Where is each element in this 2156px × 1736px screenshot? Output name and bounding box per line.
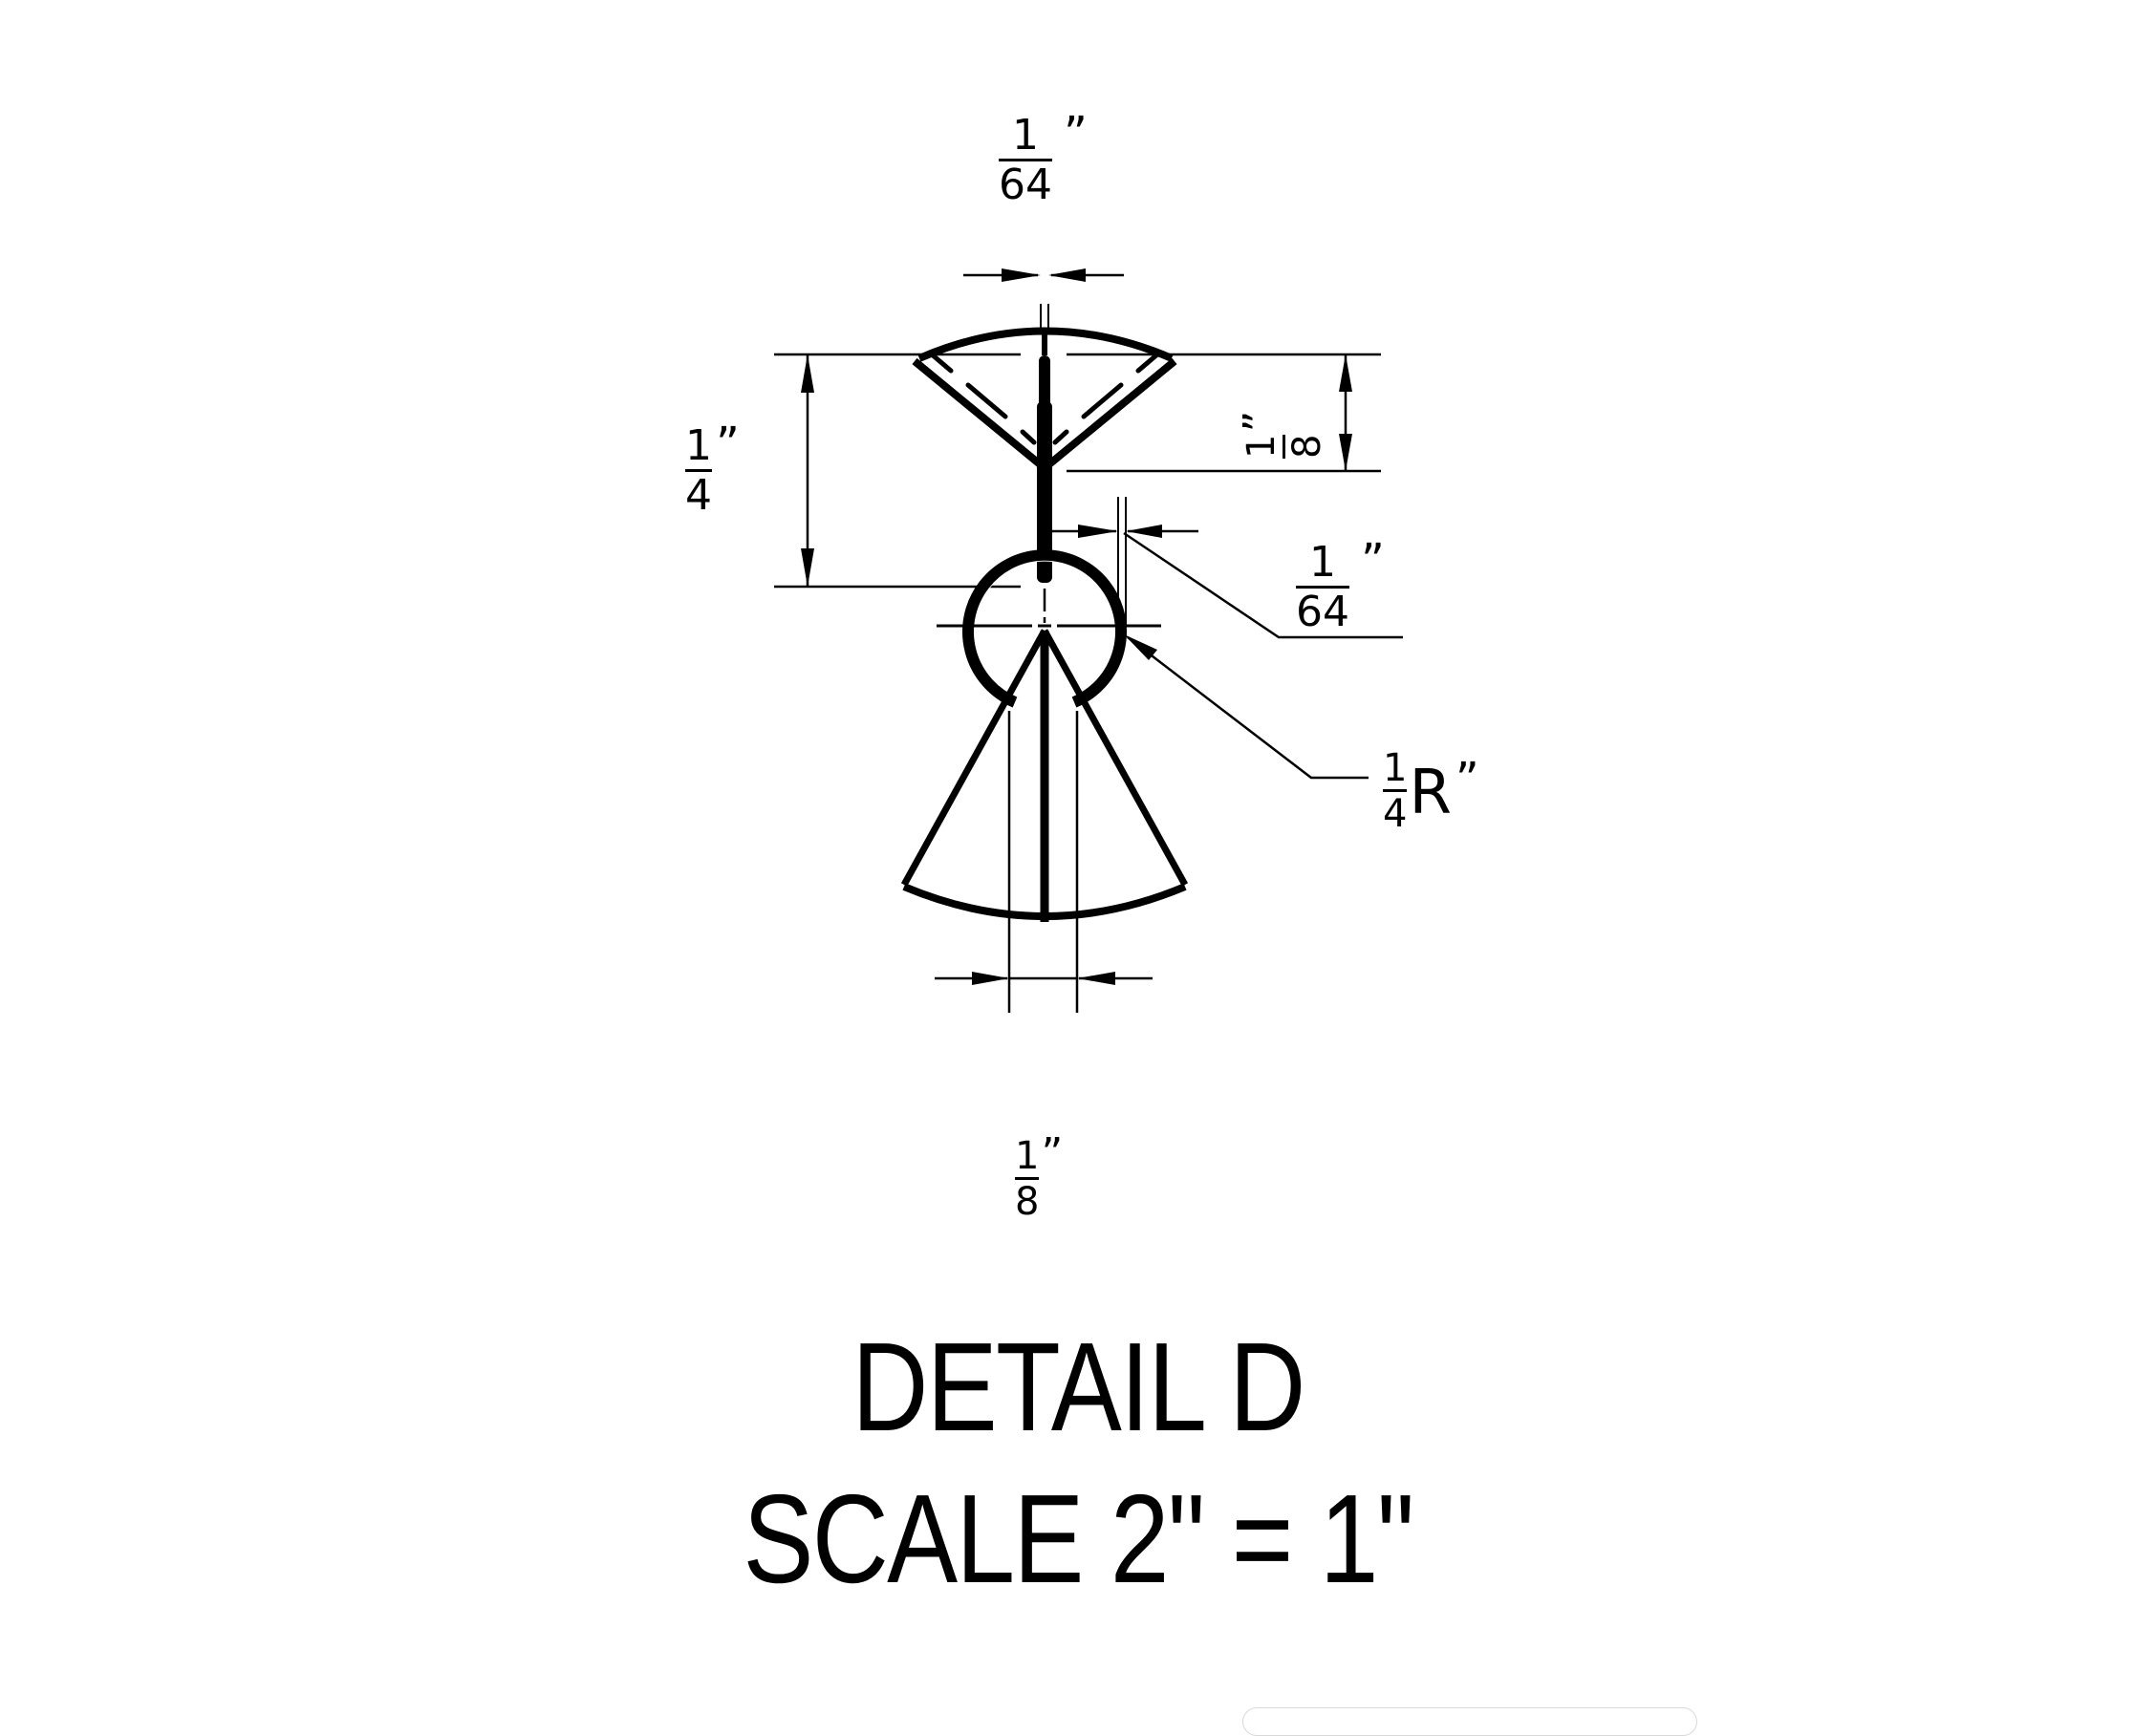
side-gap-dimension: [1052, 497, 1403, 639]
radius-circle: [962, 549, 1127, 708]
total-height-dimension: [774, 353, 1021, 589]
bottom-pill-outline: [1242, 1707, 1697, 1736]
bottom-width-numerator: 1: [1015, 1134, 1040, 1178]
lower-wedge: [900, 629, 1189, 1013]
side-gap-label: 1 64 ”: [1296, 538, 1385, 636]
bottom-width-denominator: 8: [1015, 1180, 1040, 1224]
bottom-width-label: 1 8 ”: [1015, 1133, 1063, 1224]
fraction-bar: [1296, 586, 1349, 589]
radius-suffix: R: [1409, 758, 1452, 828]
fraction-bar: [999, 159, 1052, 161]
wedge-depth-denominator: 8: [1285, 434, 1329, 459]
inch-mark: ”: [1064, 107, 1088, 161]
wedge-depth-numerator: 1: [1240, 434, 1283, 459]
top-gap-denominator: 64: [999, 161, 1052, 209]
bottom-width-dimension: [935, 972, 1153, 985]
side-gap-numerator: 1: [1309, 538, 1336, 587]
scale-label: SCALE 2" = 1": [743, 1468, 1414, 1609]
inch-mark: ”: [1455, 753, 1479, 806]
wedge-depth-dimension: [1067, 353, 1381, 473]
top-gap-numerator: 1: [1012, 111, 1039, 160]
top-gap-dimension: [963, 268, 1124, 330]
inch-mark: ”: [1235, 410, 1283, 433]
inch-mark: ”: [1041, 1129, 1064, 1178]
total-height-label: 1 4 ”: [685, 421, 740, 520]
radius-numerator: 1: [1383, 746, 1408, 790]
central-stem: [1037, 330, 1052, 623]
total-height-denominator: 4: [685, 471, 712, 520]
side-gap-denominator: 64: [1296, 588, 1349, 636]
wedge-depth-label: 1 8 ”: [1235, 410, 1329, 459]
inch-mark: ”: [1361, 534, 1385, 588]
top-gap-label: 1 64 ”: [999, 111, 1088, 209]
fraction-bar: [1383, 789, 1408, 792]
radius-denominator: 4: [1383, 792, 1408, 836]
fraction-bar: [685, 469, 712, 472]
fraction-bar: [1015, 1177, 1040, 1180]
total-height-numerator: 1: [685, 421, 712, 470]
detail-title: DETAIL D: [852, 1317, 1305, 1457]
radius-leader: [1124, 634, 1369, 780]
inch-mark: ”: [716, 418, 740, 471]
radius-label: 1 4 R ”: [1383, 749, 1479, 833]
